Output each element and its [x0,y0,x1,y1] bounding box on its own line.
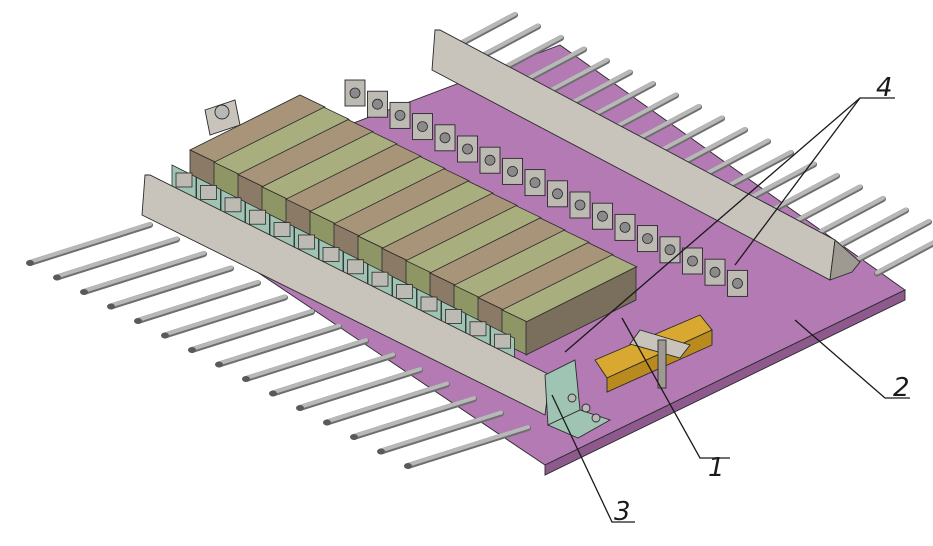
front-rod-highlight [406,425,530,467]
clamp-nut [371,271,389,287]
rod-tip [296,405,304,411]
front-rod-highlight [325,381,449,424]
clamp-nut [224,197,242,213]
front-rod-highlight [163,294,287,337]
clamp-nut [445,308,462,324]
top-bracket-nut [214,104,230,120]
leader-1 [621,317,730,459]
lug-hole [417,121,428,132]
front-rod-highlight [190,309,314,351]
lug-hole [394,110,406,121]
front-rod-highlight [298,367,422,409]
lug-hole [484,154,496,166]
lug-hole [664,244,676,256]
rod-tip [53,274,61,281]
lug-hole [597,210,608,222]
clamp-nut [494,333,511,349]
back-terminal-lugs [344,79,748,297]
clamp-nut [347,259,364,275]
clamp-nut [469,321,487,337]
back-rail-flange [829,239,861,281]
clamp-nut [249,209,266,225]
rod-tip [242,376,250,382]
clamp-nut [273,222,291,238]
front-rod-highlight [136,280,260,322]
lug-hole [529,177,541,189]
leader-2 [794,319,910,399]
lug-hole [732,277,743,289]
front-rod-highlight [271,352,395,395]
back-rod-highlight [852,219,931,263]
front-rod-highlight [352,396,476,438]
clamp-nut [175,172,193,188]
rod-tip [188,347,196,353]
front-rail [141,174,612,439]
foot-bolt-3 [591,413,601,423]
rod-tip [80,289,88,295]
back-rod-highlight [806,196,885,240]
front-rod-highlight [379,410,503,453]
rod-tip [377,448,385,455]
lug-hole [349,87,361,99]
rod-tip [161,332,169,339]
back-rail [431,29,861,281]
front-rods [26,222,531,469]
lug-hole [462,143,473,155]
leader-lines [551,97,910,523]
lug-hole [709,266,721,278]
lug-hole [552,188,563,200]
lug-hole [574,199,586,211]
front-rod-highlight [244,338,368,380]
leader-3 [551,394,635,523]
clamp-nut [322,246,340,262]
lug-hole [372,98,383,110]
back-rod-highlight [875,240,933,275]
foot-bolt-2 [581,403,591,413]
callout-3: 3 [614,497,631,527]
callout-4: 4 [876,73,893,103]
front-rod-highlight [28,222,152,264]
leader-4b [734,97,861,266]
end-bolt [657,339,667,389]
rod-tip [107,303,115,310]
clamp-nut [298,234,315,250]
lug-hole [642,233,653,245]
rod-tip [26,260,34,266]
rod-tip [269,390,277,397]
rod-tip [215,361,223,368]
lug-hole [439,132,451,144]
rod-tip [323,419,331,426]
front-rod-highlight [217,323,341,366]
base-plate-side [544,289,906,476]
lug-hole [619,221,631,233]
front-rod-highlight [55,236,179,279]
end-bracket [204,99,713,393]
clamp-nut [420,296,438,312]
clamp-nut [396,284,413,300]
back-rod-highlight [829,207,908,252]
rod-tip [404,463,412,469]
callout-1: 1 [708,453,725,483]
foot-bolt-1 [567,393,577,403]
front-rod-highlight [109,265,233,308]
front-rod-highlight [82,251,206,293]
callout-2: 2 [893,373,910,403]
lug-hole [507,165,518,177]
resistor-block-end [525,266,637,356]
clamp-nut [200,184,217,200]
lug-hole [687,255,698,267]
rod-tip [350,434,358,440]
rod-tip [134,318,142,324]
